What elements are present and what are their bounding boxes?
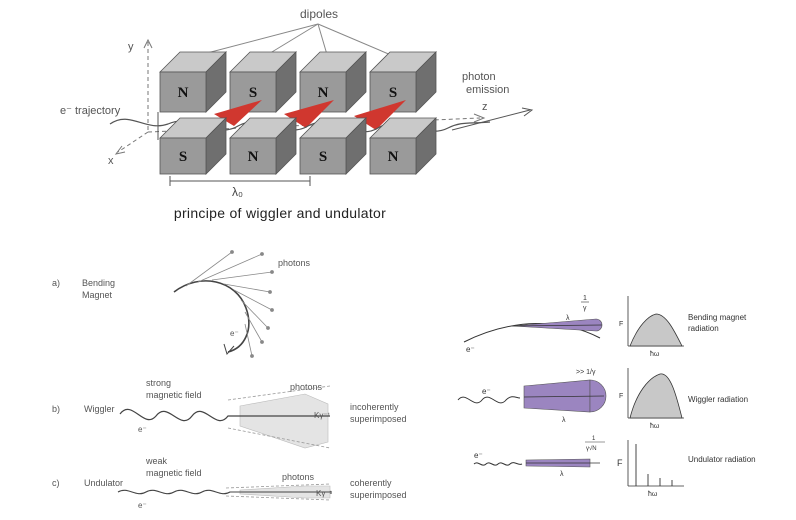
row1-spectrum <box>629 313 683 347</box>
wiggler-wave <box>119 408 330 422</box>
row-c-field-2: magnetic field <box>146 468 202 478</box>
row2-angle: >> 1/γ <box>576 369 596 376</box>
row3-x-label: ħω <box>648 491 658 498</box>
row1-angle-den: γ <box>583 305 587 312</box>
bending-photon-rays <box>185 250 274 358</box>
magnet-bottom-4: N <box>369 117 437 175</box>
magnet-pole-label: S <box>319 149 327 165</box>
diagram-caption: principe of wiggler and undulator <box>173 205 387 221</box>
x-axis-arrow-icon <box>114 145 126 155</box>
row-c-field-1: weak <box>145 456 168 466</box>
magnet-pole-label: N <box>318 85 329 101</box>
source-types-schematic: a) Bending Magnet photons e⁻ b) Wiggler … <box>52 250 407 510</box>
row1-title-2: radiation <box>688 324 719 333</box>
top-magnet-row: N S N S <box>159 51 437 113</box>
row1-trajectory <box>463 322 601 343</box>
row3-electron: e⁻ <box>474 451 483 460</box>
magnet-bottom-2: N <box>229 117 297 175</box>
row3-title: Undulator radiation <box>688 455 756 464</box>
photon-arrow-head-icon <box>521 107 534 117</box>
row2-wave <box>457 396 521 404</box>
row1-electron: e⁻ <box>466 345 475 354</box>
row-b-angle: Kγ⁻¹ <box>314 411 331 420</box>
bending-trajectory <box>173 280 250 353</box>
period-label: λ₀ <box>232 185 243 199</box>
axis-y-label: y <box>128 41 134 53</box>
magnet-bottom-1: S <box>159 117 227 175</box>
row1-title-1: Bending magnet <box>688 313 747 322</box>
wiggler-cone <box>239 393 329 449</box>
row-c-tag: c) <box>52 478 60 488</box>
magnet-top-1: N <box>159 51 227 113</box>
row3-spectrum-lines <box>635 444 673 486</box>
row3-wave <box>473 462 523 466</box>
magnet-top-3: N <box>299 51 367 113</box>
magnet-top-4: S <box>369 51 437 113</box>
row2-electron: e⁻ <box>482 387 491 396</box>
row2-lambda: λ <box>562 417 566 424</box>
row1-lambda: λ <box>566 315 570 322</box>
row-b-name: Wiggler <box>84 404 115 414</box>
row3-lambda: λ <box>560 471 564 478</box>
magnet-pole-label: S <box>389 85 397 101</box>
row-a-photons: photons <box>278 258 311 268</box>
row-c-photons: photons <box>282 472 315 482</box>
row-b-field-2: magnetic field <box>146 390 202 400</box>
bottom-magnet-row: S N S N <box>159 117 437 175</box>
magnet-pole-label: N <box>178 85 189 101</box>
photon-label-1: photon <box>462 71 496 83</box>
period-dimension <box>169 176 311 186</box>
magnet-array-diagram: dipoles y x z N S N <box>60 7 534 199</box>
bending-arrow-icon <box>223 343 235 356</box>
row1-angle-num: 1 <box>583 295 587 302</box>
row2-F: F <box>619 393 623 400</box>
row-a-name-1: Bending <box>82 278 115 288</box>
z-axis-arrow-icon <box>473 113 486 123</box>
row-c-electron: e⁻ <box>138 501 147 510</box>
row-b-electron: e⁻ <box>138 425 147 434</box>
axis-x-label: x <box>108 155 114 167</box>
row3-angle-num: 1 <box>592 436 596 442</box>
magnet-bottom-3: S <box>299 117 367 175</box>
row1-x-label: ħω <box>650 351 660 358</box>
row-a-tag: a) <box>52 278 60 288</box>
row-c-name: Undulator <box>84 478 123 488</box>
row2-spectrum <box>629 373 683 419</box>
undulator-wave <box>117 489 332 495</box>
row1-F: F <box>619 321 623 328</box>
row3-F: F <box>617 458 623 468</box>
photon-arrow <box>451 109 531 131</box>
row-c-angle: Kγ⁻¹ <box>316 489 333 498</box>
row3-spectrum-axes <box>627 440 684 487</box>
row-c-result-2: superimposed <box>350 490 407 500</box>
row-b-result-1: incoherently <box>350 402 399 412</box>
row2-title: Wiggler radiation <box>688 395 748 404</box>
magnet-pole-label: N <box>388 149 399 165</box>
row3-angle-den: γ√N <box>586 445 597 452</box>
magnet-pole-label: N <box>248 149 259 165</box>
row-a-name-2: Magnet <box>82 290 113 300</box>
magnet-top-2: S <box>229 51 297 113</box>
radiation-spectra-panel: e⁻ λ 1 γ F ħω Bending magnet radiation e… <box>457 295 756 498</box>
row-b-result-2: superimposed <box>350 414 407 424</box>
row2-x-label: ħω <box>650 423 660 430</box>
row-b-field-1: strong <box>146 378 171 388</box>
axis-z-label: z <box>482 101 488 113</box>
dipoles-label: dipoles <box>300 7 338 21</box>
row-a-electron: e⁻ <box>230 329 239 338</box>
photon-label-2: emission <box>466 84 509 96</box>
row-b-tag: b) <box>52 404 60 414</box>
magnet-pole-label: S <box>249 85 257 101</box>
trajectory-label: e⁻ trajectory <box>60 105 121 117</box>
magnet-pole-label: S <box>179 149 187 165</box>
y-axis-arrow-icon <box>143 38 153 49</box>
row-c-result-1: coherently <box>350 478 392 488</box>
row-b-photons: photons <box>290 382 323 392</box>
electron-trajectory <box>109 118 491 133</box>
